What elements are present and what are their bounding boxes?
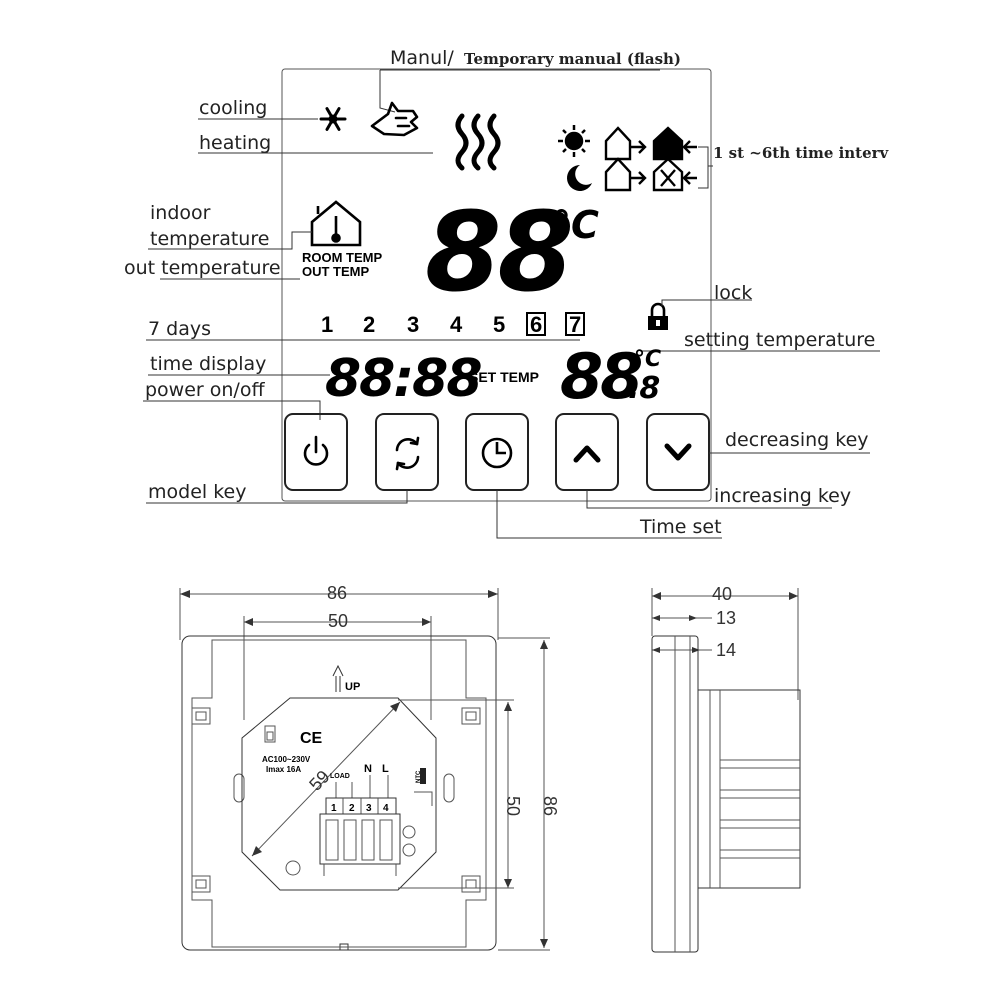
power-icon: [303, 435, 329, 466]
back-spec-voltage: AC100~230V: [262, 755, 311, 764]
label-increasing-key: increasing key: [714, 485, 851, 507]
terminal-3: 3: [366, 803, 372, 814]
dim-inner-width: 50: [328, 611, 348, 631]
increase-button[interactable]: [555, 413, 619, 491]
dim-side-b: 14: [716, 640, 736, 660]
chevron-up-icon: [573, 445, 601, 463]
label-out-temperature: out temperature: [124, 257, 281, 279]
label-indoor: indoor: [150, 202, 211, 224]
dim-inner-height: 50: [503, 796, 523, 816]
display-main-unit: °C: [552, 203, 599, 247]
day-indicators: 1 2 3 4 5 6 7: [321, 312, 585, 337]
label-temporary-manual: Temporary manual (flash): [464, 50, 681, 68]
terminal-1: 1: [331, 803, 337, 814]
house-home-filled-icon: [652, 126, 697, 161]
label-decreasing-key: decreasing key: [725, 429, 869, 451]
back-load-label: LOAD: [330, 773, 350, 780]
manual-hand-icon: [370, 101, 419, 137]
label-time-interval: 1 st ~6th time interv: [713, 144, 890, 162]
back-n-label: N: [364, 763, 372, 775]
label-model-key: model key: [148, 481, 246, 503]
label-power: power on/off: [145, 379, 265, 401]
house-return-icon: [604, 157, 647, 192]
house-leave-icon: [604, 126, 647, 161]
day-6-box: [526, 312, 546, 336]
terminal-4: 4: [383, 803, 389, 814]
label-time-set: Time set: [639, 516, 722, 538]
snowflake-icon: [319, 107, 347, 131]
chevron-down-icon: [664, 443, 692, 461]
display-set-temp-label: SET TEMP: [469, 369, 539, 385]
leader-interval: [698, 146, 709, 189]
back-l-label: L: [382, 763, 389, 775]
day-7: 7: [569, 312, 581, 337]
label-setting-temperature: setting temperature: [684, 329, 875, 351]
day-7-box: [565, 312, 585, 336]
day-1: 1: [321, 312, 333, 337]
clock-icon: [481, 437, 513, 469]
mode-button[interactable]: [375, 413, 439, 491]
dim-diagonal: 59: [305, 766, 333, 794]
dim-side-depth: 40: [712, 584, 732, 604]
dim-side-a: 13: [716, 608, 736, 628]
decrease-button[interactable]: [646, 413, 710, 491]
front-dimension-view: 86 50 UP 59 50: [179, 583, 560, 951]
side-dimension-view: 40 13 14: [651, 584, 801, 953]
display-room-temp: ROOM TEMP: [302, 250, 382, 265]
label-cooling: cooling: [199, 97, 267, 119]
moon-icon: [567, 165, 592, 192]
time-set-button[interactable]: [465, 413, 529, 491]
label-heating: heating: [199, 132, 271, 154]
lock-icon: [648, 302, 668, 330]
power-button[interactable]: [284, 413, 348, 491]
display-set-unit: °C: [634, 347, 661, 372]
dim-front-height: 86: [540, 796, 560, 816]
label-time-display: time display: [150, 353, 266, 375]
back-spec-current: Imax 16A: [266, 765, 301, 774]
back-up-label: UP: [345, 681, 360, 693]
label-indoor-temperature: temperature: [150, 228, 269, 250]
leader-increasing: [586, 490, 832, 509]
room-temp-house-icon: [310, 200, 362, 247]
label-manual: Manul/: [390, 47, 454, 69]
back-ntc-label: NTC: [416, 770, 422, 783]
back-ce-mark: CE: [300, 730, 323, 747]
day-6: 6: [530, 312, 542, 337]
heating-waves-icon: [455, 113, 501, 171]
display-time: 88:88: [325, 349, 481, 409]
display-set-temp: 88: [560, 340, 641, 413]
label-lock: lock: [714, 282, 752, 304]
dim-front-width: 86: [327, 583, 347, 603]
label-7-days: 7 days: [148, 318, 211, 340]
day-2: 2: [363, 312, 375, 337]
leader-lock: [661, 299, 752, 306]
day-3: 3: [407, 312, 419, 337]
display-set-decimal: .8: [628, 371, 660, 406]
display-main-temp: 88: [425, 188, 571, 316]
leader-model-key: [146, 490, 408, 504]
leader-power: [143, 400, 321, 420]
display-out-temp: OUT TEMP: [302, 264, 369, 279]
day-4: 4: [450, 312, 463, 337]
leader-time-set: [496, 490, 722, 539]
terminal-2: 2: [349, 803, 355, 814]
day-5: 5: [493, 312, 505, 337]
cycle-arrows-icon: [395, 436, 420, 471]
leader-indoor-2: [281, 231, 312, 250]
sun-icon: [558, 125, 590, 157]
house-sleep-icon: [652, 157, 697, 192]
